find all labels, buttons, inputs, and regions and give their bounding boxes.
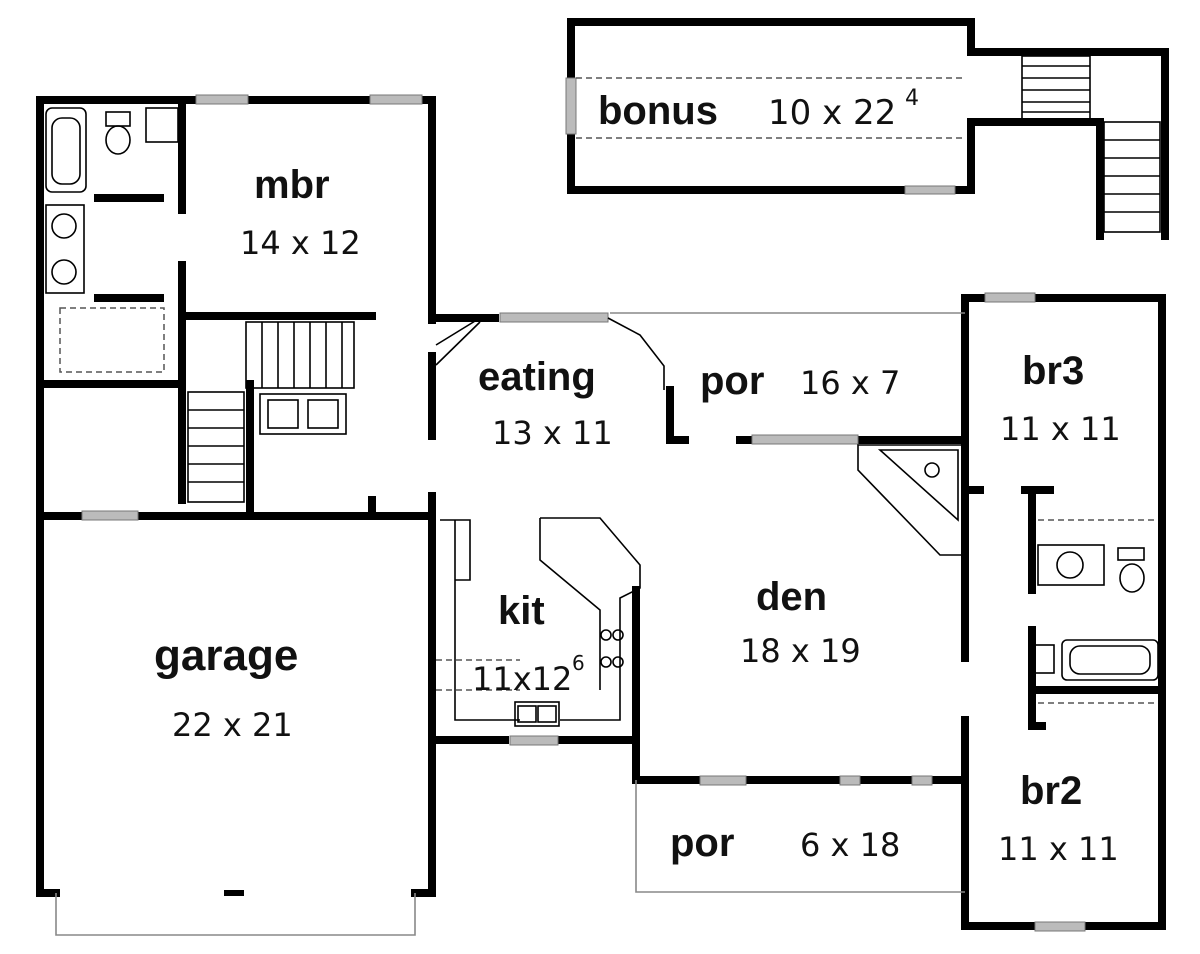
mbr-name: mbr: [254, 163, 330, 207]
garage-dim: 22 x 21: [172, 706, 293, 744]
bonus-room-walls: [565, 18, 1169, 240]
eating-bay: [435, 317, 665, 390]
por-top-dim: 16 x 7: [800, 364, 900, 402]
den-name: den: [756, 575, 827, 619]
por-bottom-dim: 6 x 18: [800, 826, 900, 864]
bonus-stairs: [1021, 55, 1161, 233]
main-walls: [36, 96, 1166, 930]
hall-bath-fixtures: [1029, 519, 1159, 704]
eating-name: eating: [478, 355, 596, 399]
br2-dim: 11 x 11: [998, 830, 1119, 868]
garage-marker: [224, 890, 244, 896]
master-bath-fixtures: [45, 107, 179, 373]
fireplace: [857, 444, 966, 556]
br3-dim: 11 x 11: [1000, 410, 1121, 448]
por-bottom-name: por: [670, 821, 734, 865]
kitchen-fixtures: [436, 517, 641, 727]
bonus-dim: 10 x 22: [768, 93, 896, 133]
mbr-dim: 14 x 12: [240, 224, 361, 262]
bonus-name: bonus: [598, 89, 718, 133]
kit-dim-sup: 6: [572, 651, 585, 675]
kit-dim: 11x12: [472, 660, 572, 698]
porch-outlines: [55, 312, 965, 936]
br2-name: br2: [1020, 769, 1082, 813]
kit-name: kit: [498, 589, 545, 633]
br3-name: br3: [1022, 349, 1084, 393]
den-dim: 18 x 19: [740, 632, 861, 670]
main-stairs: [187, 321, 355, 503]
garage-name: garage: [154, 631, 298, 680]
bonus-dim-sup: 4: [905, 86, 919, 111]
por-top-name: por: [700, 359, 764, 403]
windows: [81, 94, 1086, 932]
eating-dim: 13 x 11: [492, 414, 613, 452]
